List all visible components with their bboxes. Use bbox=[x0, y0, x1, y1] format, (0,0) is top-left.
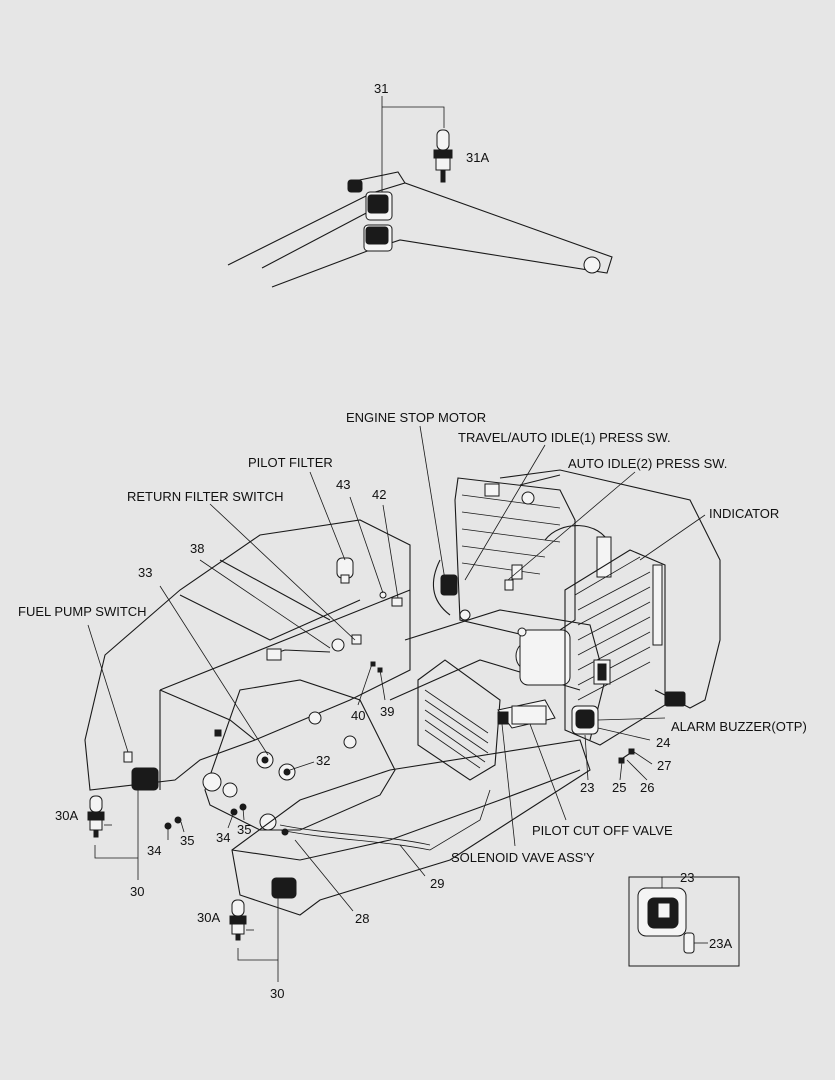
callout-23-inset: 23 bbox=[680, 870, 694, 885]
callout-34-mid: 34 bbox=[216, 830, 230, 845]
label-return-filter-switch: RETURN FILTER SWITCH bbox=[127, 489, 283, 504]
callout-32: 32 bbox=[316, 753, 330, 768]
callout-29: 29 bbox=[430, 876, 444, 891]
callout-30-left: 30 bbox=[130, 884, 144, 899]
callout-24: 24 bbox=[656, 735, 670, 750]
label-alarm-buzzer: ALARM BUZZER(OTP) bbox=[671, 719, 807, 734]
callout-31: 31 bbox=[374, 81, 388, 96]
bulb-30a-bottom-icon bbox=[229, 899, 254, 941]
label-engine-stop-motor: ENGINE STOP MOTOR bbox=[346, 410, 486, 425]
bulb-31a-icon bbox=[433, 129, 453, 183]
boom-lamp-assembly bbox=[227, 171, 613, 288]
callout-38: 38 bbox=[190, 541, 204, 556]
callout-40: 40 bbox=[351, 708, 365, 723]
engine-block bbox=[432, 477, 612, 686]
components bbox=[123, 557, 686, 899]
text-labels: ENGINE STOP MOTOR TRAVEL/AUTO IDLE(1) PR… bbox=[18, 81, 807, 1001]
callout-23: 23 bbox=[580, 780, 594, 795]
callout-30a-bottom: 30A bbox=[197, 910, 220, 925]
callout-34-left: 34 bbox=[147, 843, 161, 858]
callout-35-mid: 35 bbox=[237, 822, 251, 837]
callout-39: 39 bbox=[380, 704, 394, 719]
leader-lines bbox=[87, 425, 706, 982]
label-pilot-cut-off-valve: PILOT CUT OFF VALVE bbox=[532, 823, 673, 838]
label-solenoid-valve: SOLENOID VAVE ASS'Y bbox=[451, 850, 595, 865]
callout-25: 25 bbox=[612, 780, 626, 795]
callout-31a: 31A bbox=[466, 150, 489, 165]
callout-30-bottom: 30 bbox=[270, 986, 284, 1001]
radiator-indicator bbox=[564, 549, 666, 746]
callout-33: 33 bbox=[138, 565, 152, 580]
callout-31-bracket bbox=[381, 96, 445, 192]
callout-42: 42 bbox=[372, 487, 386, 502]
label-travel-auto-idle: TRAVEL/AUTO IDLE(1) PRESS SW. bbox=[458, 430, 671, 445]
callout-27: 27 bbox=[657, 758, 671, 773]
callout-26: 26 bbox=[640, 780, 654, 795]
callout-28: 28 bbox=[355, 911, 369, 926]
bulb-30a-left-icon bbox=[87, 795, 112, 838]
label-fuel-pump-switch: FUEL PUMP SWITCH bbox=[18, 604, 147, 619]
label-auto-idle-2: AUTO IDLE(2) PRESS SW. bbox=[568, 456, 727, 471]
inset-23 bbox=[628, 876, 740, 967]
arm-base bbox=[202, 679, 396, 831]
label-pilot-filter: PILOT FILTER bbox=[248, 455, 333, 470]
callout-23a: 23A bbox=[709, 936, 732, 951]
callout-43: 43 bbox=[336, 477, 350, 492]
label-indicator: INDICATOR bbox=[709, 506, 779, 521]
lower-frame bbox=[231, 739, 591, 916]
callout-35-left: 35 bbox=[180, 833, 194, 848]
callout-30a-left: 30A bbox=[55, 808, 78, 823]
oil-cooler bbox=[417, 659, 501, 781]
